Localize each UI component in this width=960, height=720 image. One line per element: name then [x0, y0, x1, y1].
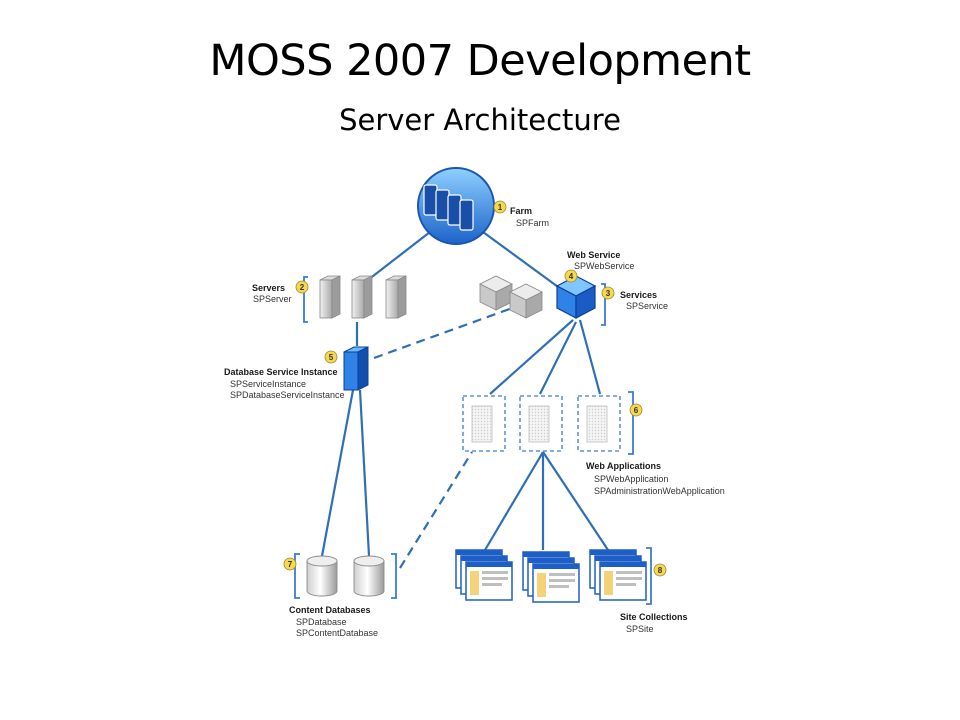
- site-collections-label: Site Collections: [620, 612, 688, 622]
- servers-class: SPServer: [253, 294, 292, 304]
- svg-text:5: 5: [329, 353, 334, 362]
- badge-farm: 1: [493, 200, 507, 214]
- web-applications-label: Web Applications: [586, 461, 661, 471]
- svg-text:7: 7: [288, 560, 293, 569]
- content-database-icon: [353, 555, 385, 597]
- content-databases-right-bracket: [391, 553, 397, 599]
- site-collection-icon: [522, 551, 580, 603]
- slide-title: MOSS 2007 Development: [209, 36, 751, 86]
- services-label: Services: [620, 290, 657, 300]
- svg-text:4: 4: [569, 272, 574, 281]
- farm-label: Farm: [510, 206, 532, 216]
- badge-web-applications: 6: [629, 403, 643, 417]
- site-collections-bracket: [646, 547, 652, 605]
- db-service-instance-class-1: SPServiceInstance: [230, 379, 306, 389]
- web-application-icon: [577, 395, 621, 452]
- server-tower-icon: [319, 275, 341, 319]
- services-bracket: [601, 283, 606, 326]
- svg-text:2: 2: [300, 283, 305, 292]
- svg-text:6: 6: [634, 406, 639, 415]
- svg-text:8: 8: [658, 566, 663, 575]
- web-applications-bracket: [628, 391, 634, 455]
- web-applications-class-2: SPAdministrationWebApplication: [594, 486, 725, 496]
- web-application-icon: [462, 395, 506, 452]
- site-collections-class: SPSite: [626, 624, 654, 634]
- servers-bracket: [303, 276, 308, 323]
- service-cube-icon: [479, 275, 513, 311]
- farm-class: SPFarm: [516, 218, 549, 228]
- web-application-icon: [519, 395, 563, 452]
- database-service-instance-icon: [343, 346, 369, 391]
- svg-text:3: 3: [606, 289, 611, 298]
- slide-subtitle: Server Architecture: [339, 103, 621, 137]
- services-class: SPService: [626, 301, 668, 311]
- servers-label: Servers: [252, 283, 285, 293]
- db-service-instance-label: Database Service Instance: [224, 367, 338, 377]
- service-cube-icon: [509, 283, 543, 319]
- connection-lines: [320, 231, 609, 569]
- badge-db-service-instance: 5: [324, 350, 338, 364]
- site-collection-icon: [455, 549, 513, 601]
- site-collection-icon: [589, 549, 647, 601]
- server-tower-icon: [351, 275, 373, 319]
- badge-site-collections: 8: [653, 563, 667, 577]
- badge-content-databases: 7: [283, 557, 297, 571]
- web-service-cube-icon: [555, 275, 597, 319]
- content-databases-class-2: SPContentDatabase: [296, 628, 378, 638]
- content-databases-label: Content Databases: [289, 605, 371, 615]
- web-applications-class-1: SPWebApplication: [594, 474, 668, 484]
- server-tower-icon: [385, 275, 407, 319]
- content-databases-left-bracket: [294, 553, 300, 599]
- db-service-instance-class-2: SPDatabaseServiceInstance: [230, 390, 345, 400]
- web-service-class: SPWebService: [574, 261, 634, 271]
- badge-web-service: 4: [564, 269, 578, 283]
- content-databases-class-1: SPDatabase: [296, 617, 347, 627]
- badge-servers: 2: [295, 280, 309, 294]
- badge-services: 3: [601, 286, 615, 300]
- farm-icon: [417, 167, 495, 245]
- content-database-icon: [306, 555, 338, 597]
- web-service-label: Web Service: [567, 250, 620, 260]
- svg-text:1: 1: [498, 203, 503, 212]
